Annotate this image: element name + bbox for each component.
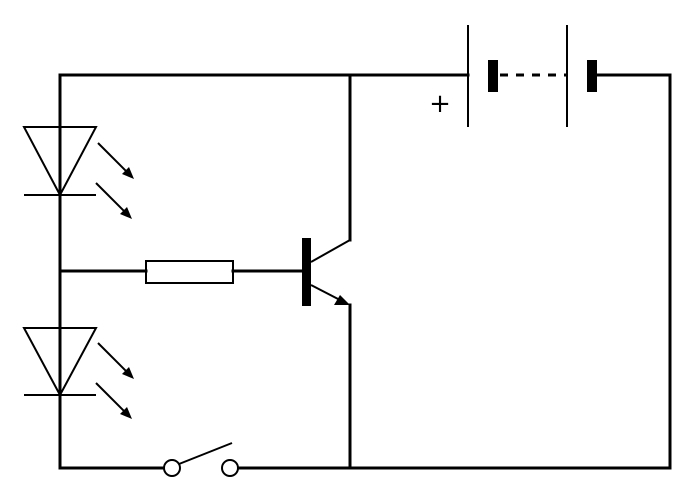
led-bottom [22,327,134,419]
switch [163,442,239,477]
led-bottom-ray-2-arrowhead [120,407,132,419]
transistor [302,238,351,306]
transistor-emitter-arrowhead [334,295,350,305]
led-bottom-ray-1-arrowhead [122,367,134,379]
battery-cell-2-plate-short [587,60,597,92]
led-top-ray-2-arrowhead [120,207,132,219]
switch-lever [178,442,233,465]
battery: + [429,25,597,127]
switch-contact-left [163,459,181,477]
battery-cell-1-plate-short [488,60,498,92]
transistor-collector-lead [310,239,351,263]
led-top [22,126,134,219]
switch-contact-right [221,459,239,477]
transistor-base-bar [302,238,311,306]
led-bottom-triangle [22,327,98,398]
led-top-triangle [22,126,98,198]
led-top-ray-1-arrowhead [122,167,134,179]
transistor-emitter-lead [310,284,341,301]
wires [58,73,672,470]
resistor [145,260,234,284]
battery-plus-label: + [429,89,451,119]
